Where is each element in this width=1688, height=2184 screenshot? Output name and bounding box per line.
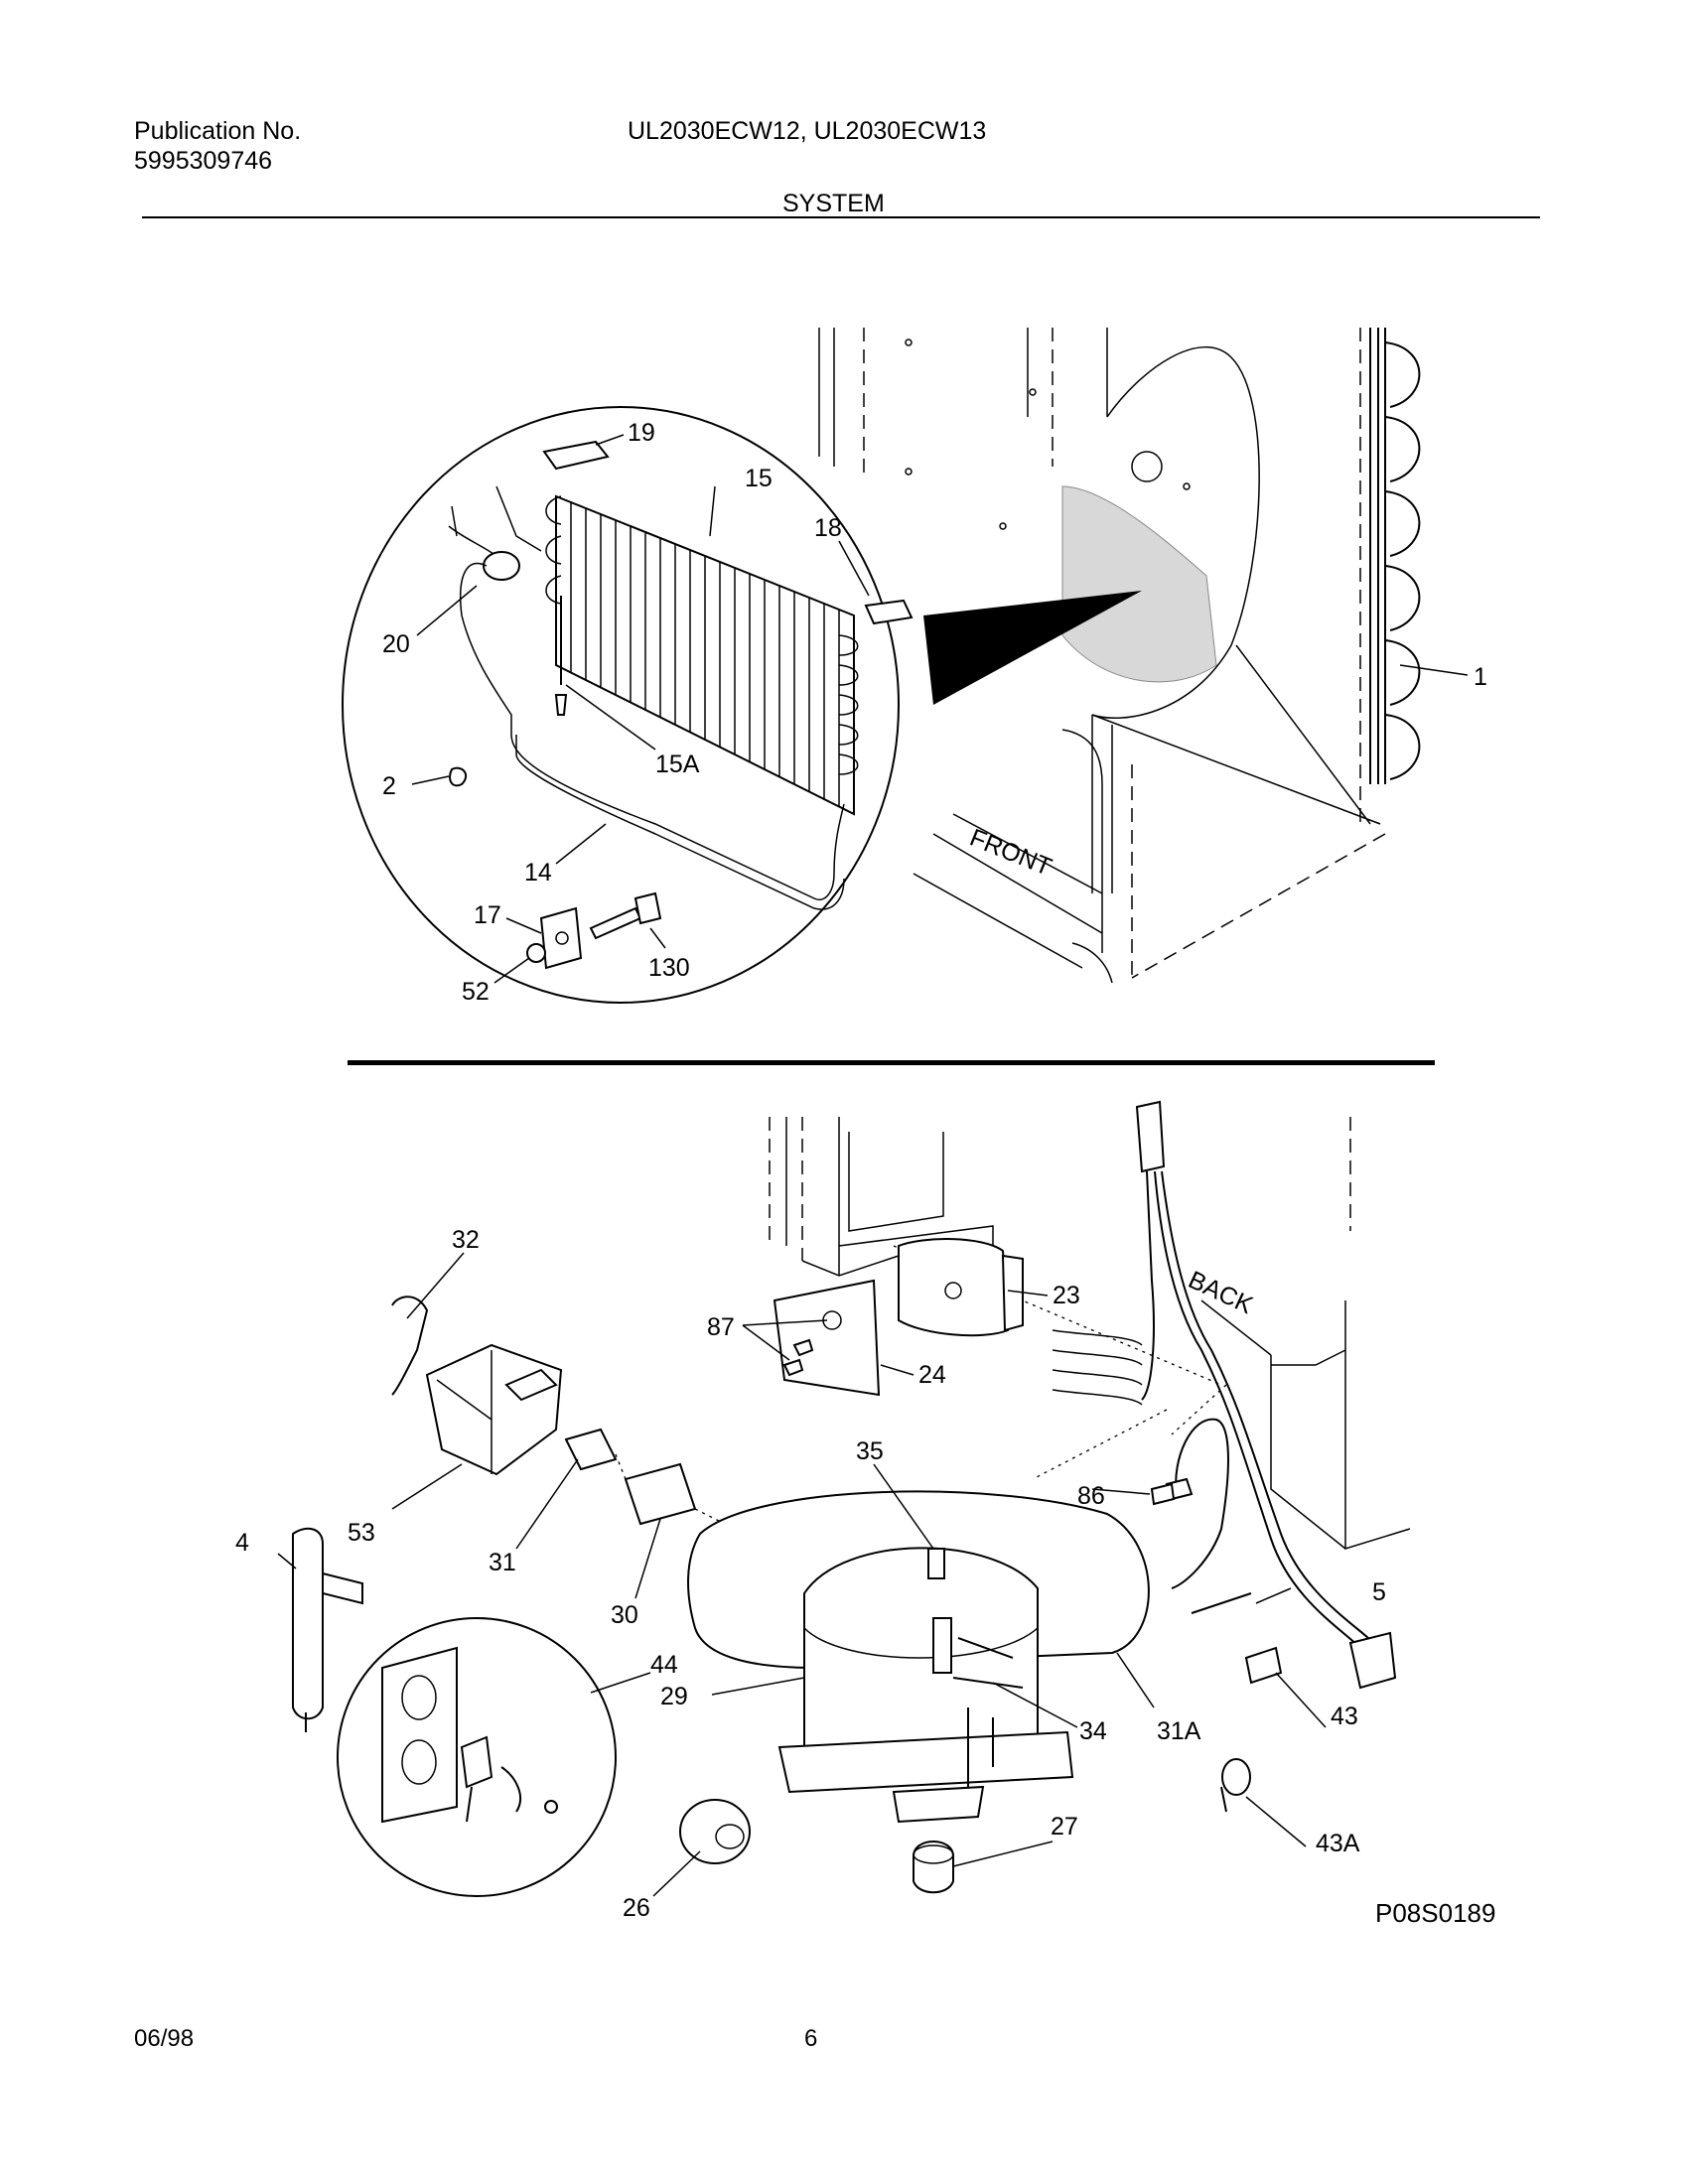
evaporator-fins — [545, 494, 859, 816]
callout-26: 26 — [623, 1894, 650, 1922]
callout-18: 18 — [814, 514, 842, 542]
relay-and-overload — [564, 1428, 775, 1550]
callout-86: 86 — [1077, 1482, 1105, 1510]
publication-number: 5995309746 — [134, 147, 273, 175]
callout-44: 44 — [650, 1651, 678, 1679]
top-cabinet-drawing: FRONT — [818, 328, 1386, 984]
callout-20: 20 — [382, 630, 410, 658]
outlet-detail-circle — [337, 1617, 617, 1897]
callout-5: 5 — [1372, 1578, 1386, 1606]
callout-43: 43 — [1331, 1703, 1358, 1730]
callout-15: 15 — [745, 465, 773, 492]
callout-52: 52 — [462, 978, 490, 1006]
back-label: BACK — [1184, 1266, 1257, 1319]
bottom-callout-labels: 32 87 23 24 35 86 53 4 31 30 5 44 29 34 … — [235, 1226, 1386, 1922]
bottom-callout-leaders — [277, 1252, 1327, 1897]
callout-4: 4 — [235, 1529, 249, 1557]
model-numbers: UL2030ECW12, UL2030ECW13 — [628, 117, 987, 145]
callout-23: 23 — [1053, 1282, 1080, 1309]
callout-29: 29 — [660, 1683, 688, 1710]
callout-27: 27 — [1051, 1813, 1078, 1841]
callout-14: 14 — [524, 859, 552, 887]
evaporator-detail-circle — [342, 406, 914, 1004]
grommets — [679, 1799, 954, 1894]
callout-1: 1 — [1474, 663, 1487, 691]
section-divider — [348, 1060, 1435, 1065]
section-title: SYSTEM — [782, 190, 885, 217]
callout-19: 19 — [628, 419, 655, 447]
callout-2: 2 — [382, 772, 396, 800]
filter-drier — [292, 1527, 363, 1732]
callout-30: 30 — [611, 1601, 638, 1629]
header-rule — [142, 216, 1540, 218]
callout-87: 87 — [707, 1313, 735, 1341]
front-label: FRONT — [966, 824, 1055, 882]
callout-15a: 15A — [655, 751, 700, 778]
top-callout-leaders — [411, 434, 870, 984]
callout-35: 35 — [856, 1437, 884, 1465]
condenser-coil: 1 — [1369, 328, 1487, 784]
callout-43a: 43A — [1316, 1830, 1360, 1857]
page-number: 6 — [804, 2025, 818, 2052]
callout-17: 17 — [474, 901, 501, 929]
top-callout-labels: 19 15 18 20 15A 2 14 17 130 52 — [382, 419, 842, 1006]
footer-date: 06/98 — [134, 2025, 195, 2052]
callout-31a: 31A — [1157, 1717, 1201, 1745]
hardware-small — [1150, 1482, 1283, 1813]
publication-label: Publication No. — [134, 117, 302, 145]
callout-34: 34 — [1079, 1717, 1107, 1745]
callout-32: 32 — [452, 1226, 480, 1254]
callout-24: 24 — [918, 1361, 946, 1389]
callout-31: 31 — [489, 1549, 516, 1576]
defrost-timer — [773, 1238, 1024, 1397]
callout-53: 53 — [348, 1519, 375, 1547]
figure-code: P08S0189 — [1375, 1898, 1496, 1928]
relay-cover — [391, 1296, 563, 1476]
callout-130: 130 — [648, 954, 690, 982]
compressor-assembly — [687, 1490, 1150, 1824]
